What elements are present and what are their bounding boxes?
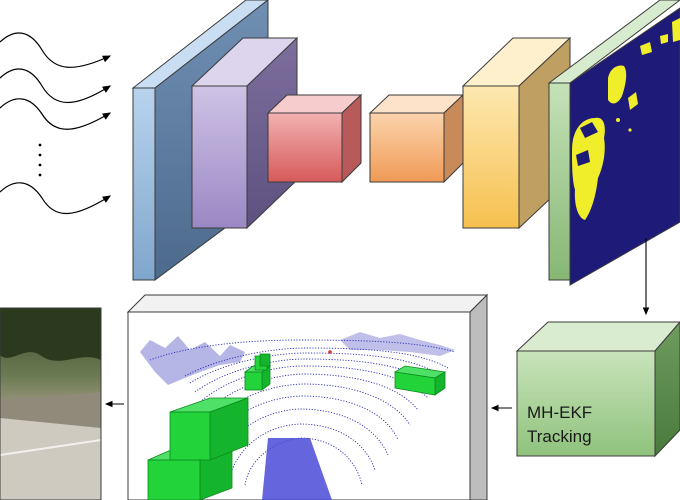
conv-block-red bbox=[266, 93, 363, 184]
conv-block-purple bbox=[190, 36, 299, 230]
input-wave-4 bbox=[0, 182, 112, 215]
input-wave-3 bbox=[0, 98, 112, 130]
detection-box-mid bbox=[169, 397, 249, 461]
conv-block-orange bbox=[368, 93, 465, 184]
tracking-block: MH-EKF Tracking bbox=[515, 321, 680, 458]
tracking-label-line1: MH-EKF bbox=[527, 403, 592, 422]
lidar-clutter bbox=[140, 332, 455, 385]
segmented-car-large bbox=[572, 117, 605, 220]
ellipsis-dots bbox=[38, 143, 42, 177]
tracking-label-line2: Tracking bbox=[527, 427, 592, 446]
input-signals bbox=[0, 32, 112, 215]
camera-photo bbox=[0, 307, 102, 500]
input-wave-2 bbox=[0, 68, 112, 104]
input-wave-1 bbox=[0, 32, 112, 68]
output-layer bbox=[547, 0, 680, 281]
lidar-ego-vehicle bbox=[262, 438, 332, 500]
segmented-car-small bbox=[608, 65, 627, 104]
detection-box-far-left bbox=[243, 353, 272, 391]
detection-box-right bbox=[393, 365, 447, 396]
segmentation-map bbox=[569, 7, 680, 286]
detection-boxes bbox=[147, 353, 447, 500]
